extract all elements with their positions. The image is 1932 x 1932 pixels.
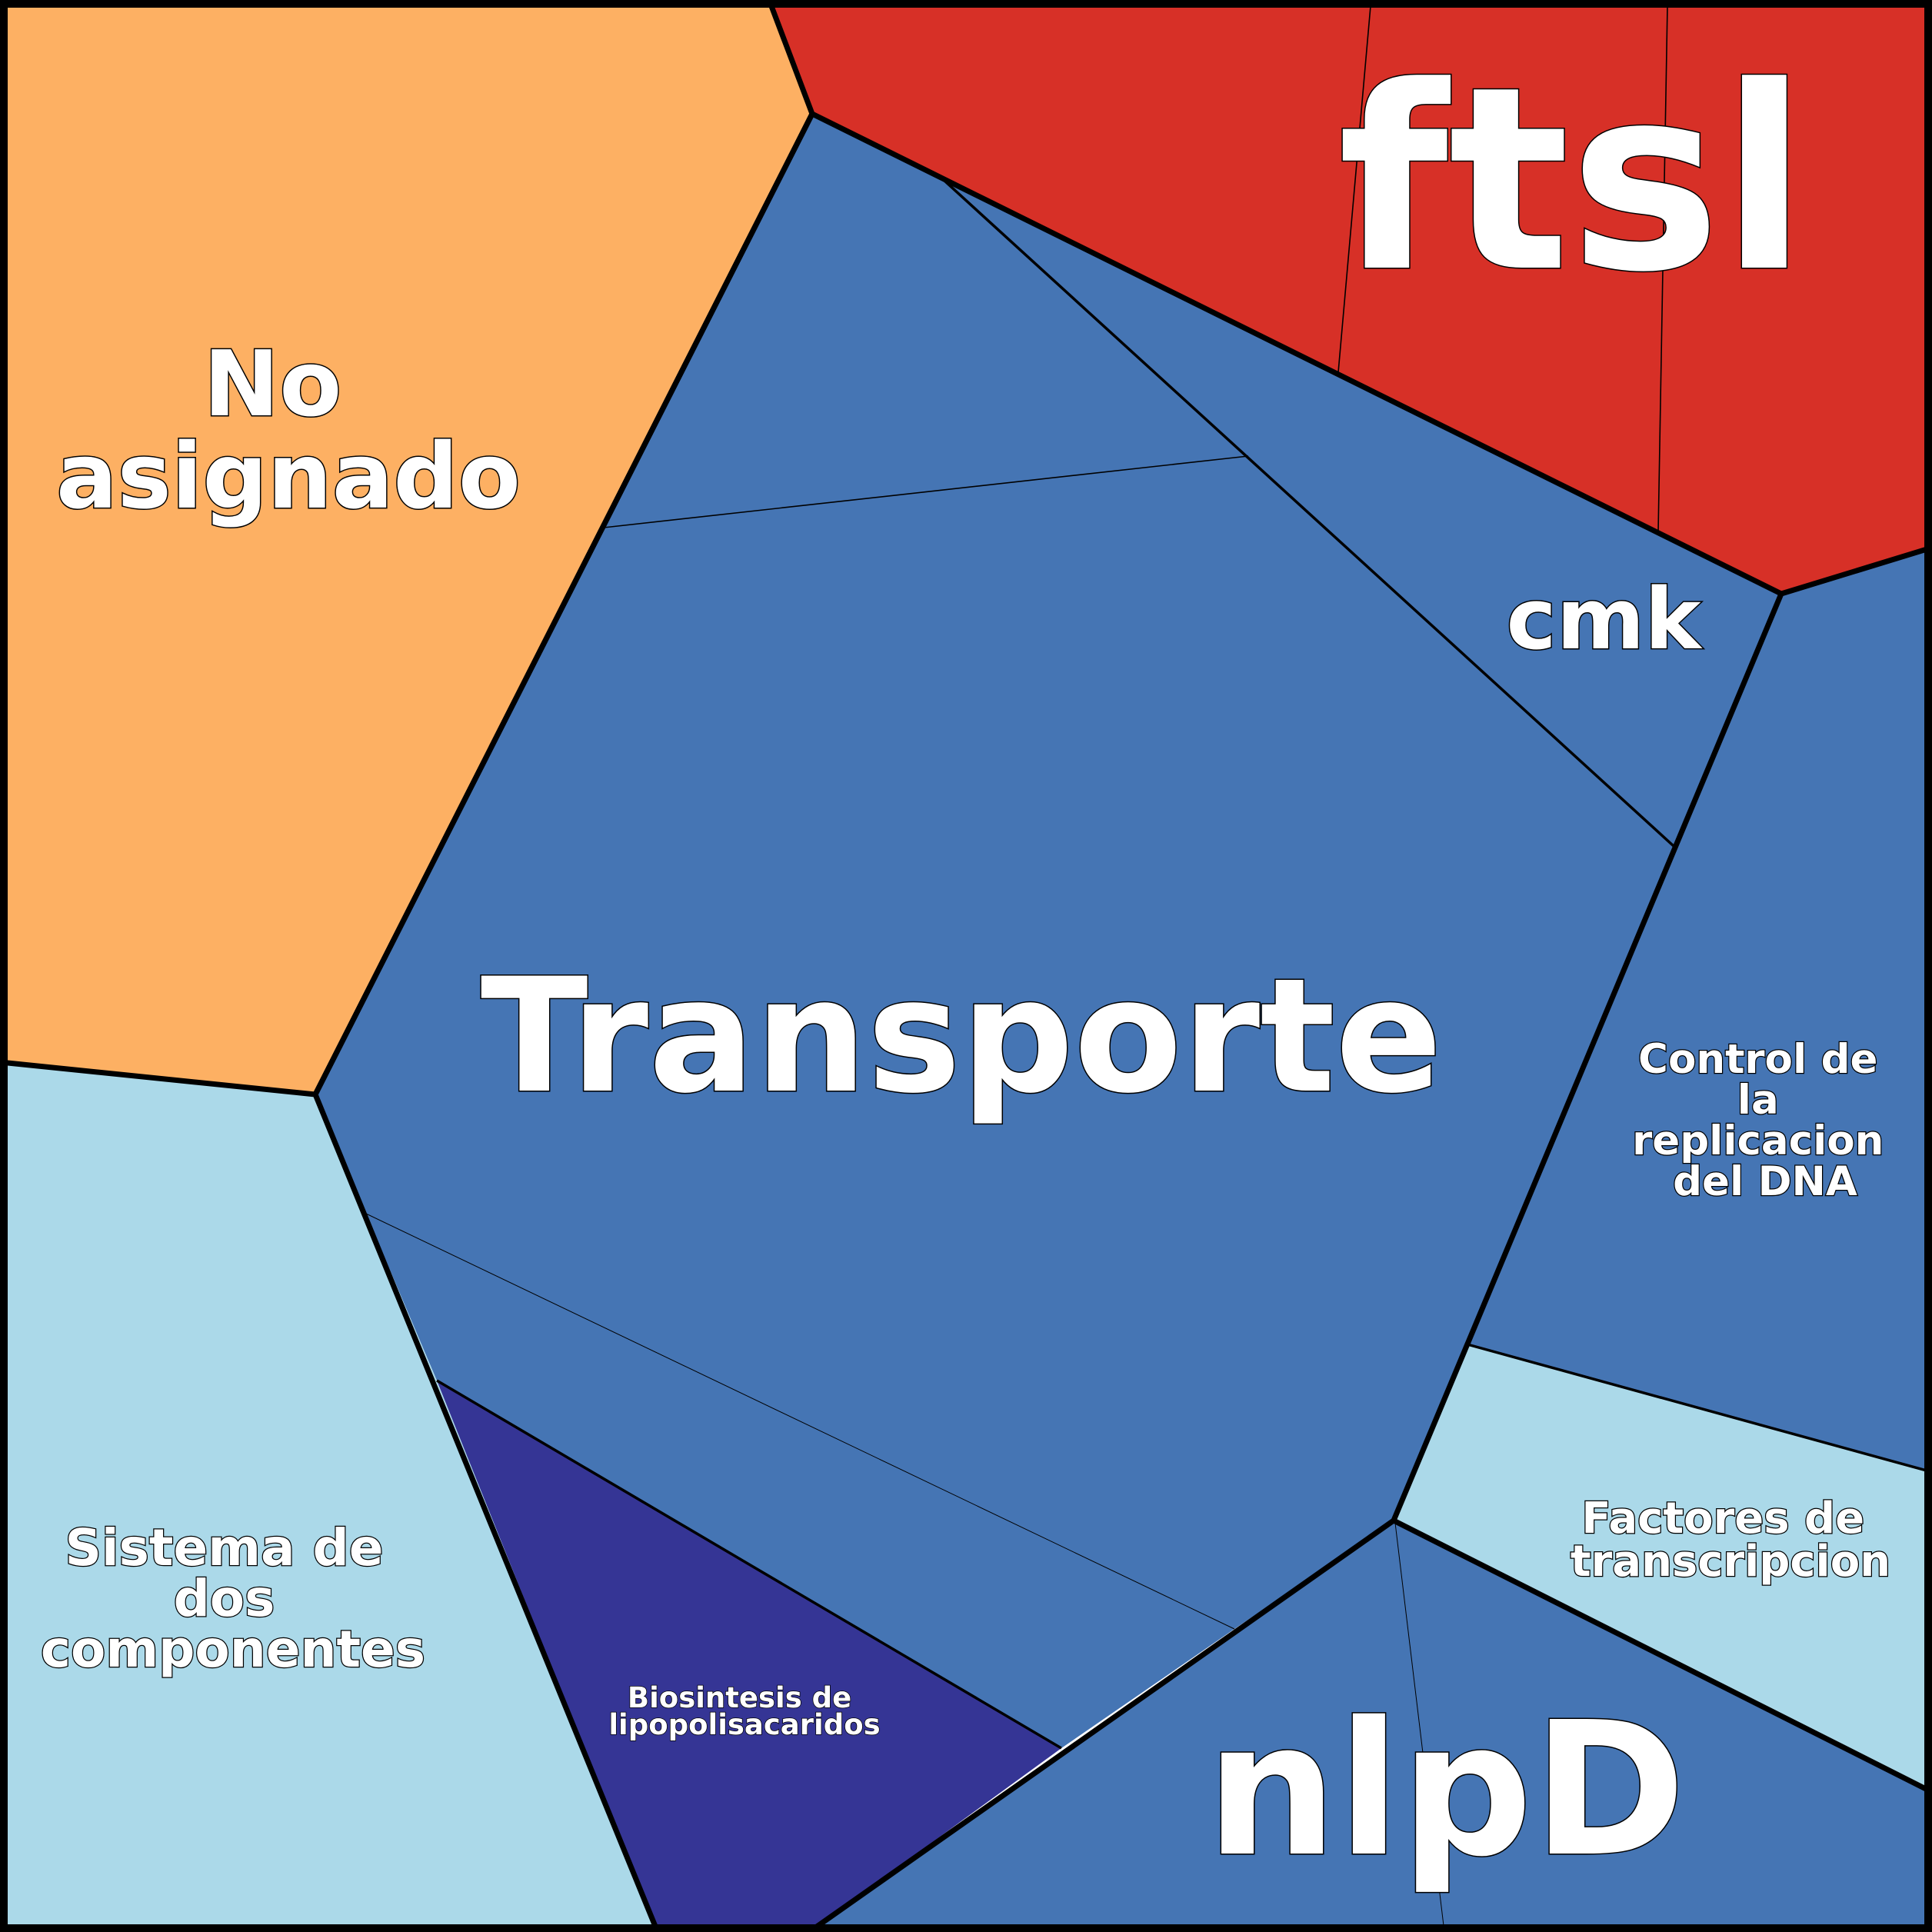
cell-transporte — [315, 114, 1781, 1748]
labels-layer: No asignado ftsl Transporte cmk Control … — [40, 32, 1898, 1899]
nlpd-subdivision-line — [1394, 1522, 1445, 1932]
subdivision-lines — [365, 5, 1932, 1932]
cell-control-replicacion — [1467, 548, 1932, 1472]
cmk-boundary-line — [943, 179, 1675, 848]
transporte-subdivision-line — [365, 1213, 1235, 1630]
label-factores-transcripcion: Factores de transcripcion — [1571, 1494, 1890, 1587]
label-control-replicacion: Control de la replicacion del DNA — [1632, 1036, 1898, 1205]
label-sistema-dos-componentes: Sistema de dos componentes — [41, 1518, 425, 1679]
factores-boundary-line — [1467, 1343, 1932, 1474]
no-asignado-boundary — [0, 0, 815, 1098]
label-no-asignado: No asignado — [56, 331, 521, 529]
ftsl-boundary — [1780, 545, 1932, 597]
ftsl-subdivision-line — [1657, 5, 1668, 533]
cell-nlpd — [809, 1521, 1932, 1932]
label-cmk: cmk — [1507, 570, 1704, 668]
cell-biosintesis-lps — [437, 1381, 1061, 1932]
cell-factores-transcripcion — [1394, 1344, 1932, 1792]
label-transporte: Transporte — [481, 945, 1442, 1128]
nlpd-boundary — [1392, 1517, 1932, 1795]
ftsl-subdivision-line — [1337, 5, 1371, 373]
label-nlpd: nlpD — [1206, 1682, 1686, 1897]
cell-ftsl — [769, 0, 1932, 594]
label-ftsl: ftsl — [1338, 32, 1808, 328]
label-biosintesis-lps: Biosintesis de lipopolisacaridos — [608, 1681, 880, 1741]
cell-no-asignado — [0, 0, 812, 1094]
biosintesis-boundary-line — [436, 1379, 1062, 1750]
transporte-subdivision-line — [603, 455, 1249, 528]
cell-sistema-dos-componentes — [0, 1062, 658, 1932]
